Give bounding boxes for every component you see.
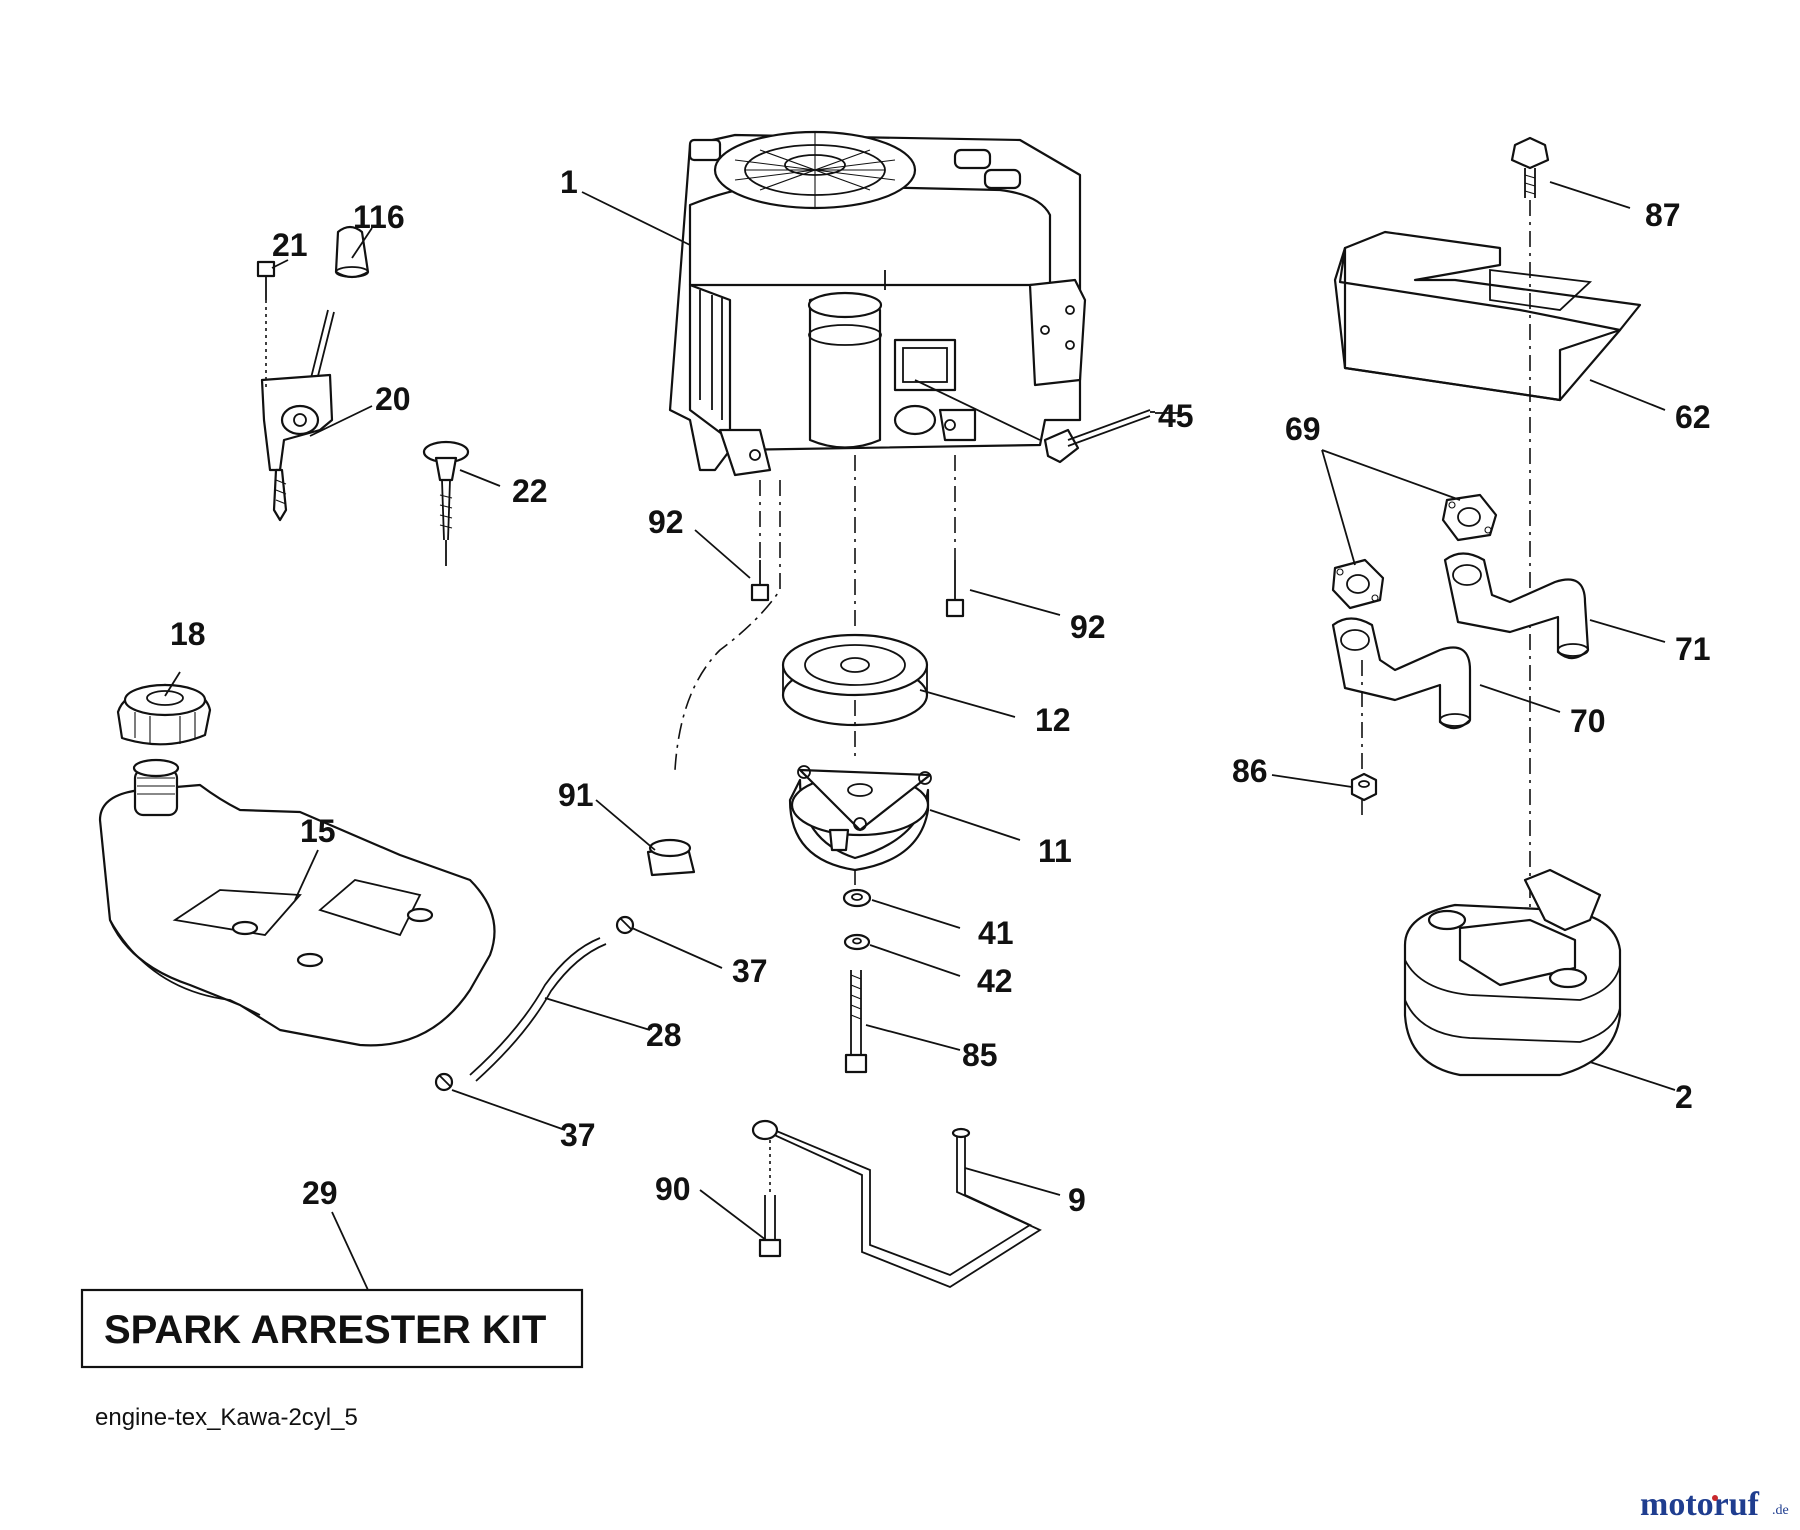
gasket-69-right (1441, 493, 1498, 542)
callout-29: 29 (302, 1175, 338, 1211)
bracket-9 (751, 1119, 1042, 1289)
callout-11: 11 (1038, 833, 1072, 869)
callout-21: 21 (272, 227, 308, 263)
callout-37-upper: 37 (732, 953, 768, 989)
grommet-91 (646, 838, 696, 877)
screw-21 (256, 260, 276, 390)
callout-92-right: 92 (1070, 609, 1106, 645)
fuel-cap-18 (116, 683, 212, 746)
washer-42 (843, 933, 871, 951)
bolt-92-left (750, 560, 770, 602)
callout-71: 71 (1675, 631, 1711, 667)
callout-9: 9 (1068, 1182, 1086, 1218)
callout-22: 22 (512, 473, 548, 509)
callout-28: 28 (646, 1017, 682, 1053)
callout-labels: 1 116 21 20 22 45 92 92 87 62 69 71 70 8… (170, 164, 1711, 1218)
callout-41: 41 (978, 915, 1014, 951)
washer-41 (842, 888, 872, 908)
callout-70: 70 (1570, 703, 1606, 739)
watermark-main: motoruf (1640, 1486, 1760, 1523)
callout-62: 62 (1675, 399, 1711, 435)
callout-37-lower: 37 (560, 1117, 596, 1153)
bolt-92-right (945, 560, 965, 618)
callout-87: 87 (1645, 197, 1681, 233)
motoruf-logo: motoruf .de (1640, 1486, 1789, 1523)
diagram-file-name: engine-tex_Kawa-2cyl_5 (95, 1404, 358, 1431)
hose-clamp-37-upper (615, 915, 635, 935)
heat-shield-62 (1333, 230, 1642, 402)
spark-arrester-kit-label: SPARK ARRESTER KIT (104, 1308, 546, 1352)
callout-15: 15 (300, 813, 336, 849)
callout-1: 1 (560, 164, 578, 200)
callout-86: 86 (1232, 753, 1268, 789)
callout-12: 12 (1035, 702, 1071, 738)
exhaust-pipe-71 (1443, 552, 1590, 660)
callout-85: 85 (962, 1037, 998, 1073)
clutch-11 (788, 700, 932, 885)
callout-90: 90 (655, 1171, 691, 1207)
callout-20: 20 (375, 381, 411, 417)
watermark-sub: .de (1772, 1503, 1789, 1518)
choke-knob-22 (422, 440, 470, 566)
callout-42: 42 (977, 963, 1013, 999)
callout-2: 2 (1675, 1079, 1693, 1115)
hose-clamp-37-lower (434, 1072, 454, 1092)
throttle-control (260, 225, 370, 522)
engine (668, 130, 1087, 477)
callout-116: 116 (353, 199, 405, 235)
exhaust-pipe-70 (1331, 617, 1472, 730)
leader-lines (164, 181, 1676, 1291)
callout-91: 91 (558, 777, 594, 813)
nut-86 (1350, 660, 1378, 815)
gasket-69-left (1331, 558, 1385, 610)
muffler-2 (1403, 868, 1622, 1077)
fuel-line-28 (469, 937, 607, 1082)
pulley-12 (781, 633, 929, 727)
fuel-tank-15 (98, 758, 496, 1047)
callout-45: 45 (1158, 398, 1194, 434)
callout-92-left: 92 (648, 504, 684, 540)
bolt-85 (844, 970, 868, 1074)
spark-arrester-kit-box (80, 1288, 584, 1369)
spark-plug-45 (1043, 409, 1151, 464)
callout-69: 69 (1285, 411, 1321, 447)
callout-18: 18 (170, 616, 206, 652)
bolt-90 (758, 1140, 782, 1258)
